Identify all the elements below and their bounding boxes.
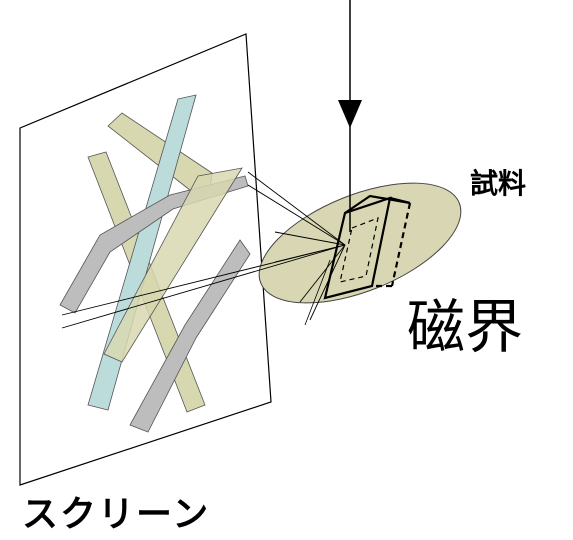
sample-crystal (323, 194, 412, 300)
sample-leader-line (304, 259, 331, 326)
sample-disc (258, 182, 462, 304)
stripe-gray-upper (59, 175, 249, 314)
screen-label: スクリーン (22, 494, 211, 535)
stripe-gray-lower (129, 239, 251, 433)
sample-label: 試料 (470, 167, 527, 200)
magnetic-field-label: 磁界 (407, 293, 524, 361)
diffraction-stripes (59, 94, 251, 433)
diffracted-rays (61, 171, 346, 329)
stripe-tan-3 (103, 167, 243, 363)
stripe-cyan (87, 94, 197, 411)
beam-arrowhead (338, 100, 362, 128)
